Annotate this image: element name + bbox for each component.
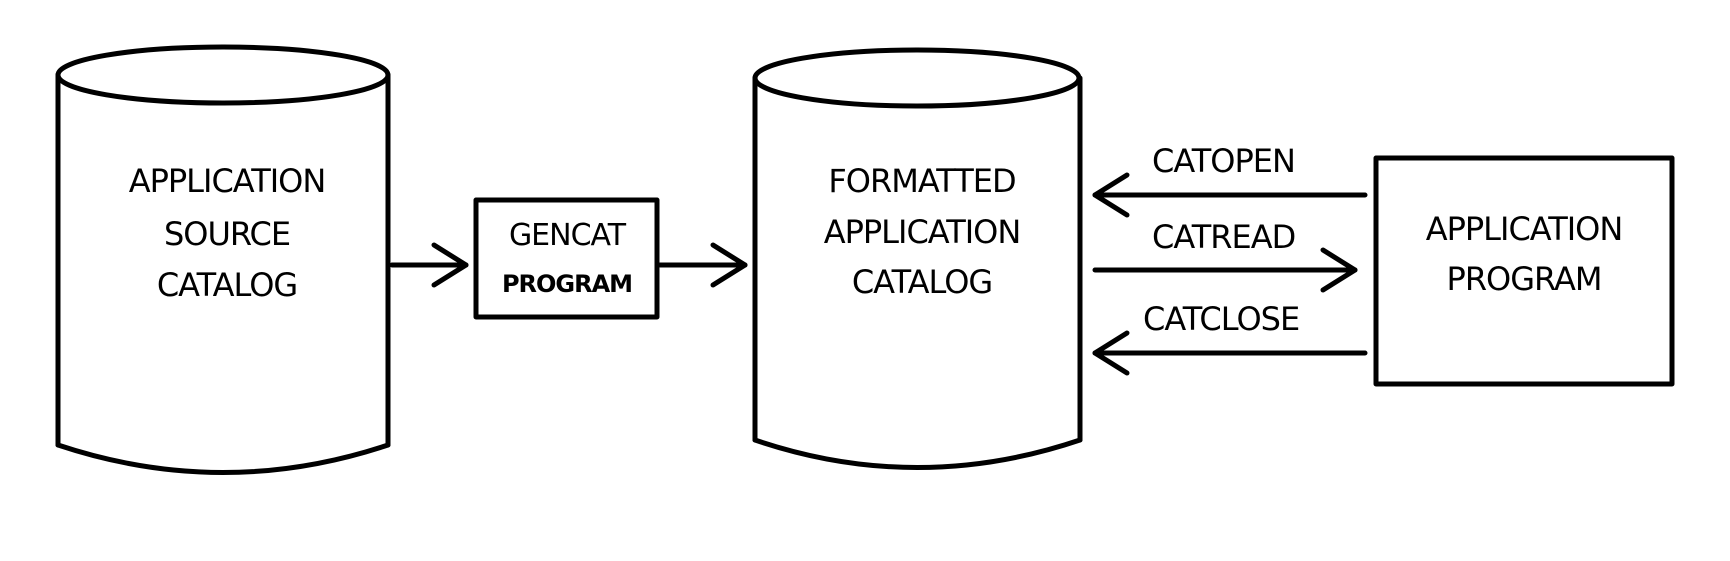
catread-label: CATREAD	[1152, 218, 1295, 256]
arrow-gencat-to-formatted	[657, 242, 748, 288]
catopen-arrow: CATOPEN	[1092, 142, 1368, 218]
application-source-catalog-cylinder: APPLICATION SOURCE CATALOG	[55, 44, 391, 475]
formatted-application-catalog-cylinder: FORMATTED APPLICATION CATALOG	[752, 47, 1083, 470]
formatted-catalog-label-line2: APPLICATION	[824, 213, 1021, 251]
app-program-label-line1: APPLICATION	[1426, 210, 1623, 248]
catread-arrow: CATREAD	[1092, 218, 1358, 293]
gencat-label-line1: GENCAT	[509, 218, 627, 253]
application-program-box: APPLICATION PROGRAM	[1373, 155, 1675, 387]
arrow-source-to-gencat	[389, 242, 469, 288]
catopen-label: CATOPEN	[1152, 142, 1295, 180]
source-catalog-label-line1: APPLICATION	[129, 162, 326, 200]
gencat-label-line2: PROGRAM	[502, 270, 632, 298]
app-program-label-line2: PROGRAM	[1447, 260, 1602, 298]
catclose-arrow: CATCLOSE	[1092, 300, 1368, 376]
gencat-program-box: GENCAT PROGRAM	[473, 197, 660, 320]
formatted-catalog-label-line1: FORMATTED	[828, 162, 1015, 200]
catclose-label: CATCLOSE	[1143, 300, 1299, 338]
source-catalog-label-line3: CATALOG	[157, 266, 297, 304]
source-catalog-label-line2: SOURCE	[164, 215, 290, 253]
formatted-catalog-label-line3: CATALOG	[852, 263, 992, 301]
